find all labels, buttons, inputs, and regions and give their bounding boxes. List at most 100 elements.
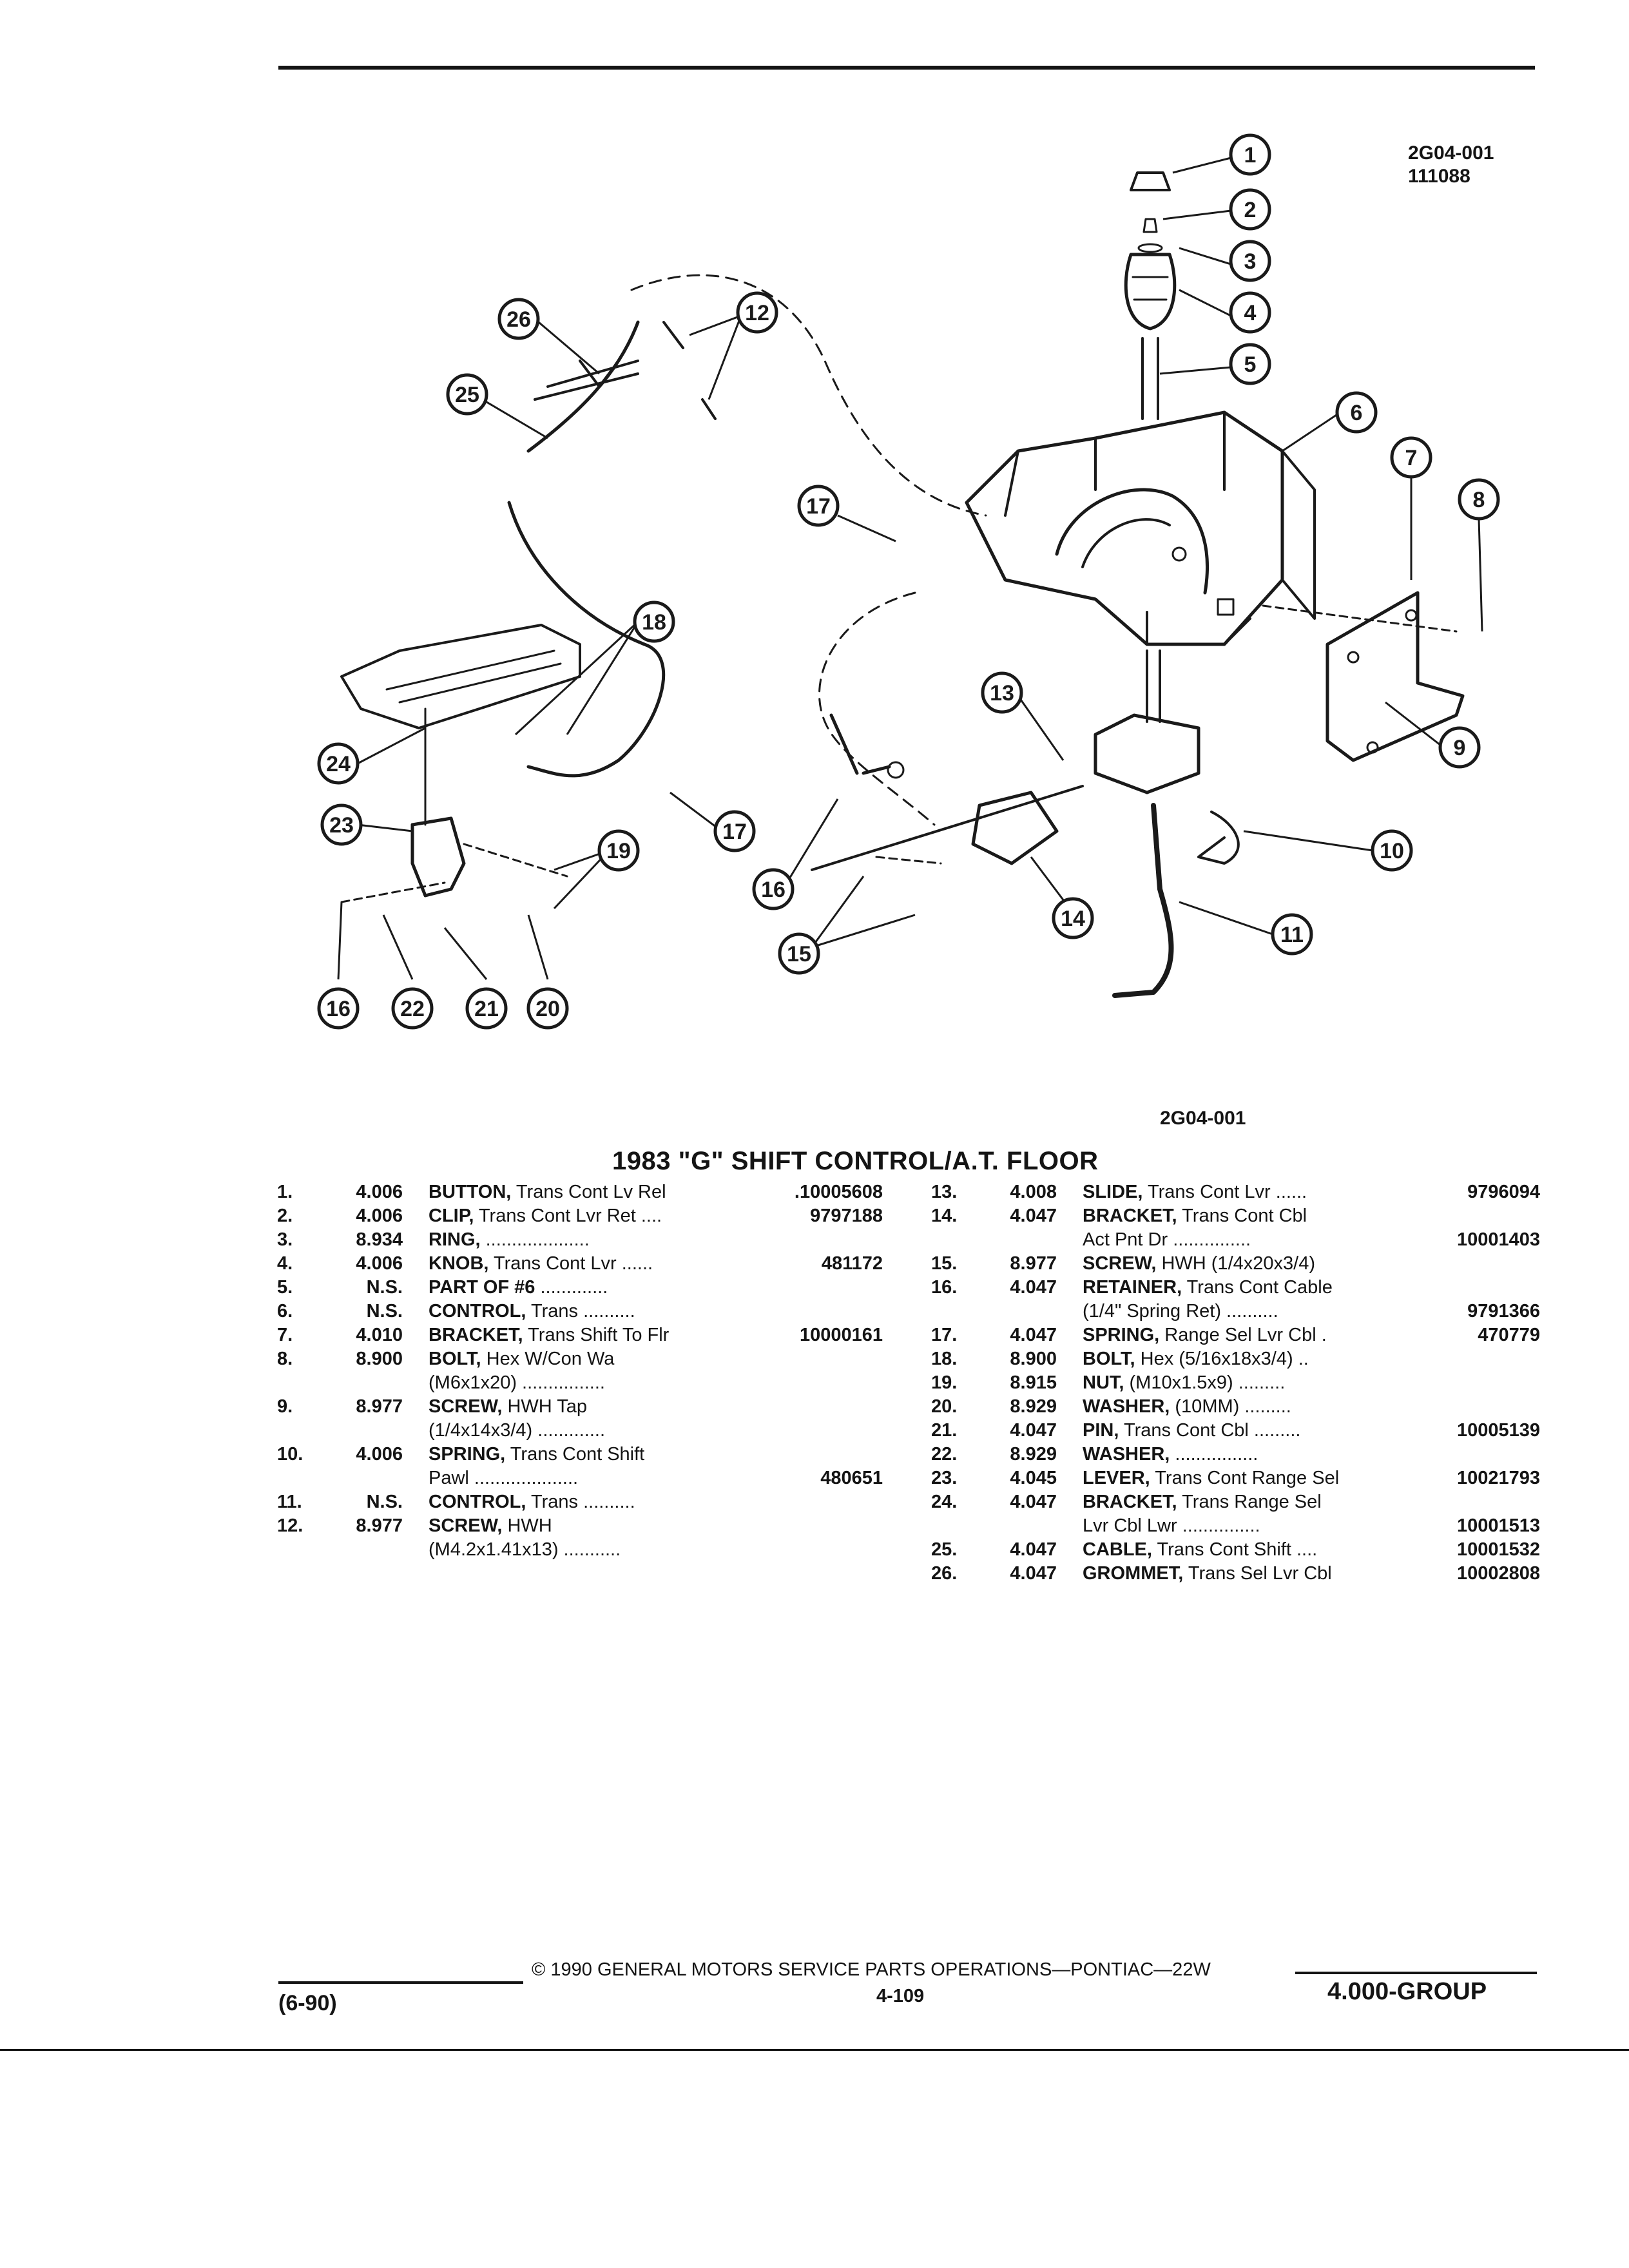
part-group: 8.915 [1010, 1372, 1057, 1393]
part-index: 21. [931, 1420, 958, 1441]
callout-21: 21 [465, 987, 508, 1030]
parts-row: 25. 4.047 CABLE, Trans Cont Shift .... 1000… [931, 1538, 1540, 1562]
part-description: KNOB, Trans Cont Lvr ...... [429, 1253, 653, 1274]
callout-5: 5 [1229, 343, 1271, 385]
part-number: 481172 [821, 1253, 883, 1274]
svg-text:12: 12 [745, 301, 769, 325]
callout-7: 7 [1390, 436, 1432, 479]
part-group: 8.900 [1010, 1349, 1057, 1369]
part-description: SCREW, HWH Tap [429, 1396, 588, 1417]
part-group: 4.008 [1010, 1182, 1057, 1202]
callout-9: 9 [1438, 726, 1481, 769]
figure-id-top-sub: 111088 [1408, 166, 1470, 187]
callout-22: 22 [391, 987, 434, 1030]
part-index: 8. [277, 1349, 293, 1369]
svg-text:13: 13 [990, 681, 1014, 706]
part-description: LEVER, Trans Cont Range Sel [1083, 1468, 1340, 1488]
part-description: PIN, Trans Cont Cbl ......... [1083, 1420, 1301, 1441]
callout-19: 19 [597, 829, 640, 872]
group-number: 4.000-GROUP [1327, 1978, 1487, 2005]
part-description: BUTTON, Trans Cont Lv Rel [429, 1182, 666, 1202]
callout-2: 2 [1229, 188, 1271, 231]
part-index: 20. [931, 1396, 958, 1417]
parts-row-continued: (1/4x14x3/4) ............. [277, 1419, 883, 1443]
callout-16: 16 [317, 987, 360, 1030]
part-group: 8.929 [1010, 1396, 1057, 1417]
parts-row-continued: Pawl ....................480651 [277, 1466, 883, 1490]
svg-text:11: 11 [1280, 923, 1304, 947]
svg-text:25: 25 [455, 383, 479, 407]
part-number: 10005139 [1456, 1420, 1540, 1441]
bottom-rule [0, 2049, 1629, 2051]
part-group: 4.006 [356, 1253, 403, 1274]
part-description-continued: (M6x1x20) ................ [429, 1372, 605, 1393]
callout-12: 12 [736, 291, 778, 334]
svg-text:23: 23 [329, 813, 354, 838]
part-number: .10005608 [794, 1182, 883, 1202]
part-index: 11. [277, 1492, 302, 1512]
callout-25: 25 [446, 373, 488, 416]
part-group: 8.977 [1010, 1253, 1057, 1274]
svg-text:4: 4 [1244, 301, 1257, 325]
parts-row: 5.N.S.PART OF #6 ............. [277, 1276, 883, 1300]
part-number: 10000161 [799, 1325, 883, 1345]
part-index: 12. [277, 1515, 304, 1536]
part-group: 4.047 [1010, 1539, 1057, 1560]
part-description: RETAINER, Trans Cont Cable [1083, 1277, 1333, 1298]
part-group: 4.006 [356, 1206, 403, 1226]
svg-text:3: 3 [1244, 249, 1257, 274]
part-index: 17. [931, 1325, 958, 1345]
page-number: 4-109 [876, 1986, 925, 2006]
callout-13: 13 [981, 671, 1023, 714]
part-index: 9. [277, 1396, 293, 1417]
callout-26: 26 [497, 298, 540, 340]
part-number: 470779 [1478, 1325, 1540, 1345]
part-number: 10001532 [1456, 1539, 1540, 1560]
part-index: 24. [931, 1492, 958, 1512]
part-description: CABLE, Trans Cont Shift .... [1083, 1539, 1318, 1560]
part-number: 10002808 [1456, 1563, 1540, 1584]
svg-text:8: 8 [1473, 488, 1485, 512]
part-group: 4.045 [1010, 1468, 1057, 1488]
part-number: 10001513 [1456, 1515, 1540, 1536]
callout-11: 11 [1271, 913, 1313, 956]
parts-row: 6.N.S.CONTROL, Trans .......... [277, 1300, 883, 1323]
part-number: 9796094 [1467, 1182, 1540, 1202]
part-description: WASHER, ................ [1083, 1444, 1258, 1465]
part-number: 10021793 [1456, 1468, 1540, 1488]
part-description: CLIP, Trans Cont Lvr Ret .... [429, 1206, 662, 1226]
part-index: 13. [931, 1182, 958, 1202]
svg-text:15: 15 [787, 942, 811, 966]
svg-text:26: 26 [506, 307, 531, 332]
part-group: 4.047 [1010, 1420, 1057, 1441]
part-group: 4.047 [1010, 1206, 1057, 1226]
footer-rule-right [1295, 1972, 1537, 1974]
callout-17: 17 [797, 485, 840, 527]
figure-id-bottom: 2G04-001 [1160, 1108, 1246, 1129]
svg-text:19: 19 [606, 839, 631, 863]
callout-14: 14 [1052, 897, 1094, 939]
part-index: 25. [931, 1539, 958, 1560]
svg-text:7: 7 [1405, 446, 1418, 470]
part-index: 22. [931, 1444, 958, 1465]
parts-row-continued: (M4.2x1.41x13) ........... [277, 1538, 883, 1562]
svg-text:21: 21 [474, 997, 499, 1021]
svg-text:22: 22 [400, 997, 425, 1021]
figure-id-top: 2G04-001 [1408, 142, 1494, 164]
svg-text:2: 2 [1244, 198, 1257, 222]
part-index: 3. [277, 1229, 293, 1250]
part-description: PART OF #6 ............. [429, 1277, 608, 1298]
parts-row-continued: Lvr Cbl Lwr ...............10001513 [931, 1514, 1540, 1538]
